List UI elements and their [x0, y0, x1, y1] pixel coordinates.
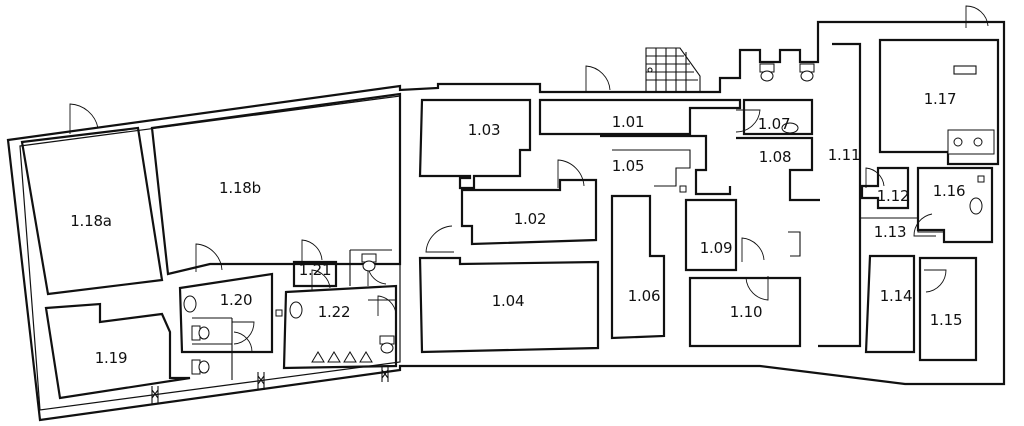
- room-label-1-18b: 1.18b: [219, 179, 261, 197]
- room-1-09: [684, 198, 738, 272]
- toilet-icon: [361, 253, 377, 272]
- drain-icon: [679, 185, 687, 193]
- toilet-icon: [799, 63, 815, 82]
- drain-icon: [977, 175, 985, 183]
- toilet-icon: [379, 335, 395, 354]
- room-label-1-05: 1.05: [611, 157, 645, 175]
- stair: [645, 47, 701, 93]
- toilet-icon: [759, 63, 775, 82]
- room-1-20: [178, 272, 274, 380]
- room-label-1-17: 1.17: [923, 90, 957, 108]
- room-label-1-06: 1.06: [627, 287, 661, 305]
- room-1-18a: [20, 126, 164, 296]
- room-label-1-01: 1.01: [611, 113, 645, 131]
- sink-icon: [183, 295, 197, 313]
- room-1-07: [742, 98, 814, 136]
- room-1-15: [918, 256, 978, 362]
- room-label-1-19: 1.19: [94, 349, 128, 367]
- room-1-22: [282, 249, 398, 370]
- urinal-icon: [311, 351, 373, 363]
- room-1-01: [538, 98, 742, 136]
- room-1-14: [864, 254, 916, 354]
- room-label-1-20: 1.20: [219, 291, 253, 309]
- room-label-1-14: 1.14: [879, 287, 913, 305]
- room-1-10: [688, 231, 802, 348]
- room-label-1-21: 1.21: [298, 261, 332, 279]
- room-label-1-12: 1.12: [876, 187, 910, 205]
- room-1-05: [600, 134, 732, 196]
- toilet-icon: [191, 359, 210, 375]
- room-1-02: [460, 178, 598, 246]
- toilet-icon: [191, 325, 210, 341]
- room-label-1-08: 1.08: [758, 148, 792, 166]
- room-label-1-02: 1.02: [513, 210, 547, 228]
- room-label-1-16: 1.16: [932, 182, 966, 200]
- room-1-03: [418, 98, 532, 190]
- room-label-1-09: 1.09: [699, 239, 733, 257]
- room-label-1-15: 1.15: [929, 311, 963, 329]
- room-label-1-03: 1.03: [467, 121, 501, 139]
- doors: [69, 5, 989, 353]
- sink-icon: [289, 301, 303, 319]
- room-1-11: [818, 42, 862, 348]
- room-1-06: [610, 194, 666, 340]
- fixtures: [183, 63, 985, 375]
- room-label-1-07: 1.07: [757, 115, 791, 133]
- room-1-18b: [150, 92, 402, 276]
- exit-marks: [151, 366, 389, 404]
- sink-icon: [969, 197, 983, 215]
- room-label-1-10: 1.10: [729, 303, 763, 321]
- room-label-1-11: 1.11: [827, 146, 861, 164]
- room-label-1-04: 1.04: [491, 292, 525, 310]
- drain-icon: [275, 309, 283, 317]
- room-1-12: [860, 166, 910, 210]
- room-1-19: [44, 302, 191, 400]
- room-1-04: [418, 256, 600, 354]
- room-label-1-18a: 1.18a: [70, 212, 112, 230]
- outer-walls: [6, 20, 1006, 422]
- room-1-13: [860, 217, 944, 233]
- sink-icon: [781, 122, 799, 134]
- room-label-1-13: 1.13: [873, 223, 907, 241]
- room-1-08: [736, 136, 820, 202]
- room-label-1-22: 1.22: [317, 303, 351, 321]
- sink-icon: [953, 137, 983, 147]
- room-1-21: [292, 260, 338, 288]
